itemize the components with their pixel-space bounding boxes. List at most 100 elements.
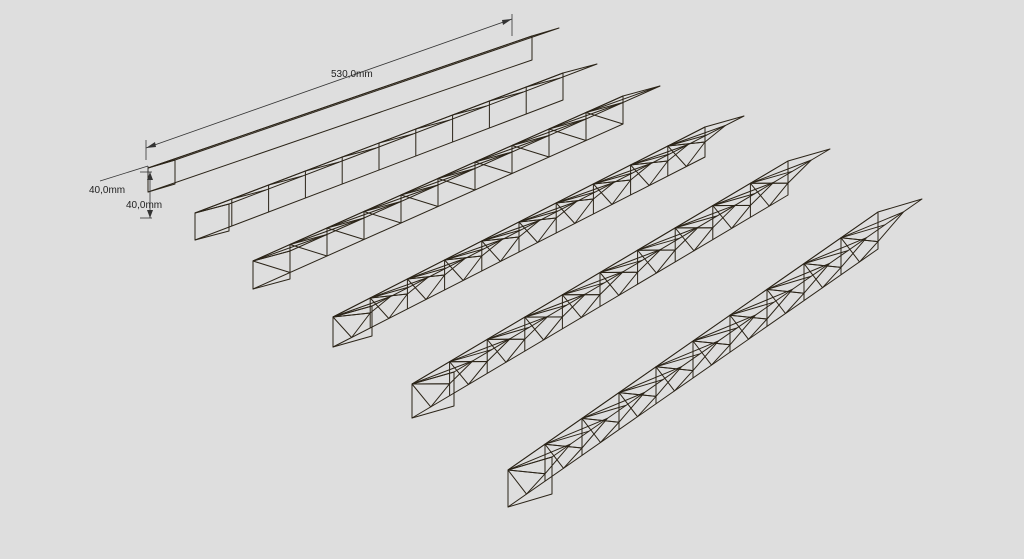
diagonal-line — [437, 178, 476, 191]
twisted-beam-2[interactable] — [411, 148, 831, 419]
twist-side-facet — [406, 274, 446, 300]
length-dimension-label: 530,0mm — [331, 69, 373, 80]
segment-line — [289, 234, 328, 273]
segment-line — [511, 135, 550, 174]
segment-line — [555, 191, 596, 233]
segmented-beam[interactable] — [194, 63, 598, 241]
twist-side-facet — [674, 227, 714, 252]
diagonal-line — [511, 145, 550, 158]
twist-side-facet — [712, 204, 751, 229]
segment-line — [341, 147, 377, 184]
twist-side-facet — [692, 340, 731, 366]
beam-end-face — [411, 371, 455, 419]
twist-side-facet — [766, 288, 805, 314]
segment-line — [524, 304, 567, 352]
segment-line — [712, 193, 755, 240]
segment-line — [599, 260, 643, 307]
twist-side-facet — [803, 263, 842, 289]
segment-line — [749, 170, 793, 218]
twist-side-facet — [630, 160, 669, 186]
segment-line — [415, 119, 450, 156]
diagonal-line — [326, 227, 365, 240]
length-arrow-left — [146, 142, 156, 148]
twist-cut-face — [561, 271, 624, 296]
segment-line — [363, 201, 402, 240]
twist-side-facet — [486, 338, 526, 363]
segment-line — [449, 349, 492, 396]
segment-line — [667, 134, 707, 176]
height-dimension-label: 40,0mm — [126, 200, 162, 211]
twist-side-facet — [749, 182, 789, 207]
segment-line — [486, 326, 530, 374]
diagonal-line — [289, 217, 365, 245]
twist-side-facet — [411, 383, 451, 408]
segment-line — [304, 161, 340, 198]
twist-side-facet — [599, 271, 639, 296]
segment-line — [474, 151, 513, 190]
diagonal-line — [363, 184, 439, 212]
twist-side-facet — [481, 236, 520, 262]
twist-side-facet — [561, 294, 601, 319]
segment-line — [406, 267, 447, 309]
segment-line — [231, 189, 266, 226]
twist-side-facet — [332, 312, 371, 338]
twist-cut-face — [486, 315, 549, 340]
segment-line — [400, 184, 439, 223]
twist-cut-face — [524, 293, 587, 318]
diagonal-line — [548, 128, 587, 141]
beams-layer — [147, 27, 923, 508]
diagonal-line — [289, 244, 328, 257]
width-dimension-line — [99, 165, 149, 182]
beam-end-face — [332, 305, 373, 348]
diagonal-line — [585, 85, 661, 113]
segment-line — [326, 217, 365, 256]
segment-line — [481, 229, 521, 271]
twist-side-facet — [444, 255, 483, 281]
twist-side-facet — [369, 293, 408, 319]
twist-side-facet — [637, 249, 676, 274]
segment-line — [369, 286, 410, 328]
beam-end-face — [147, 159, 176, 193]
twist-cut-face — [712, 181, 775, 207]
twist-cut-face — [637, 226, 699, 251]
twist-side-facet — [592, 179, 632, 205]
segment-line — [630, 153, 670, 195]
segment-line — [268, 175, 303, 212]
twist-side-facet — [518, 217, 557, 243]
segment-line — [592, 172, 633, 214]
twist-side-facet — [581, 417, 620, 443]
twisted-beam-3[interactable] — [507, 198, 923, 508]
segment-line — [561, 282, 605, 329]
twist-side-facet — [729, 314, 768, 340]
length-arrow-right — [502, 19, 512, 25]
diagonal-line — [326, 201, 402, 229]
width-dimension-label: 40,0mm — [89, 185, 125, 196]
diagonal-line — [252, 260, 291, 273]
segment-line — [488, 91, 524, 128]
diagonal-line — [400, 194, 439, 207]
twisted-beam-1[interactable] — [332, 115, 745, 348]
diagonal-line — [585, 112, 624, 125]
segment-line — [585, 102, 624, 141]
twist-side-facet — [555, 198, 594, 224]
twist-side-facet — [655, 366, 694, 392]
twist-side-facet — [449, 361, 488, 385]
dimension-annotations: 530,0mm 40,0mm 40,0mm — [89, 14, 513, 219]
segment-line — [437, 168, 476, 207]
plain-beam[interactable] — [147, 27, 560, 193]
height-arrow-bottom — [147, 210, 153, 218]
diagonal-line — [252, 234, 328, 262]
twist-side-facet — [618, 392, 657, 418]
segment-line — [444, 248, 484, 290]
twist-side-facet — [507, 469, 546, 495]
diagonal-line — [548, 102, 624, 130]
twist-side-facet — [667, 141, 706, 167]
twist-side-facet — [544, 443, 583, 469]
triangulated-beam[interactable] — [252, 85, 661, 290]
diagonal-line — [474, 161, 513, 174]
twist-cut-face — [749, 159, 812, 184]
beam-end-face — [252, 250, 291, 290]
twist-cut-face — [599, 248, 662, 273]
twist-side-facet — [840, 237, 879, 263]
